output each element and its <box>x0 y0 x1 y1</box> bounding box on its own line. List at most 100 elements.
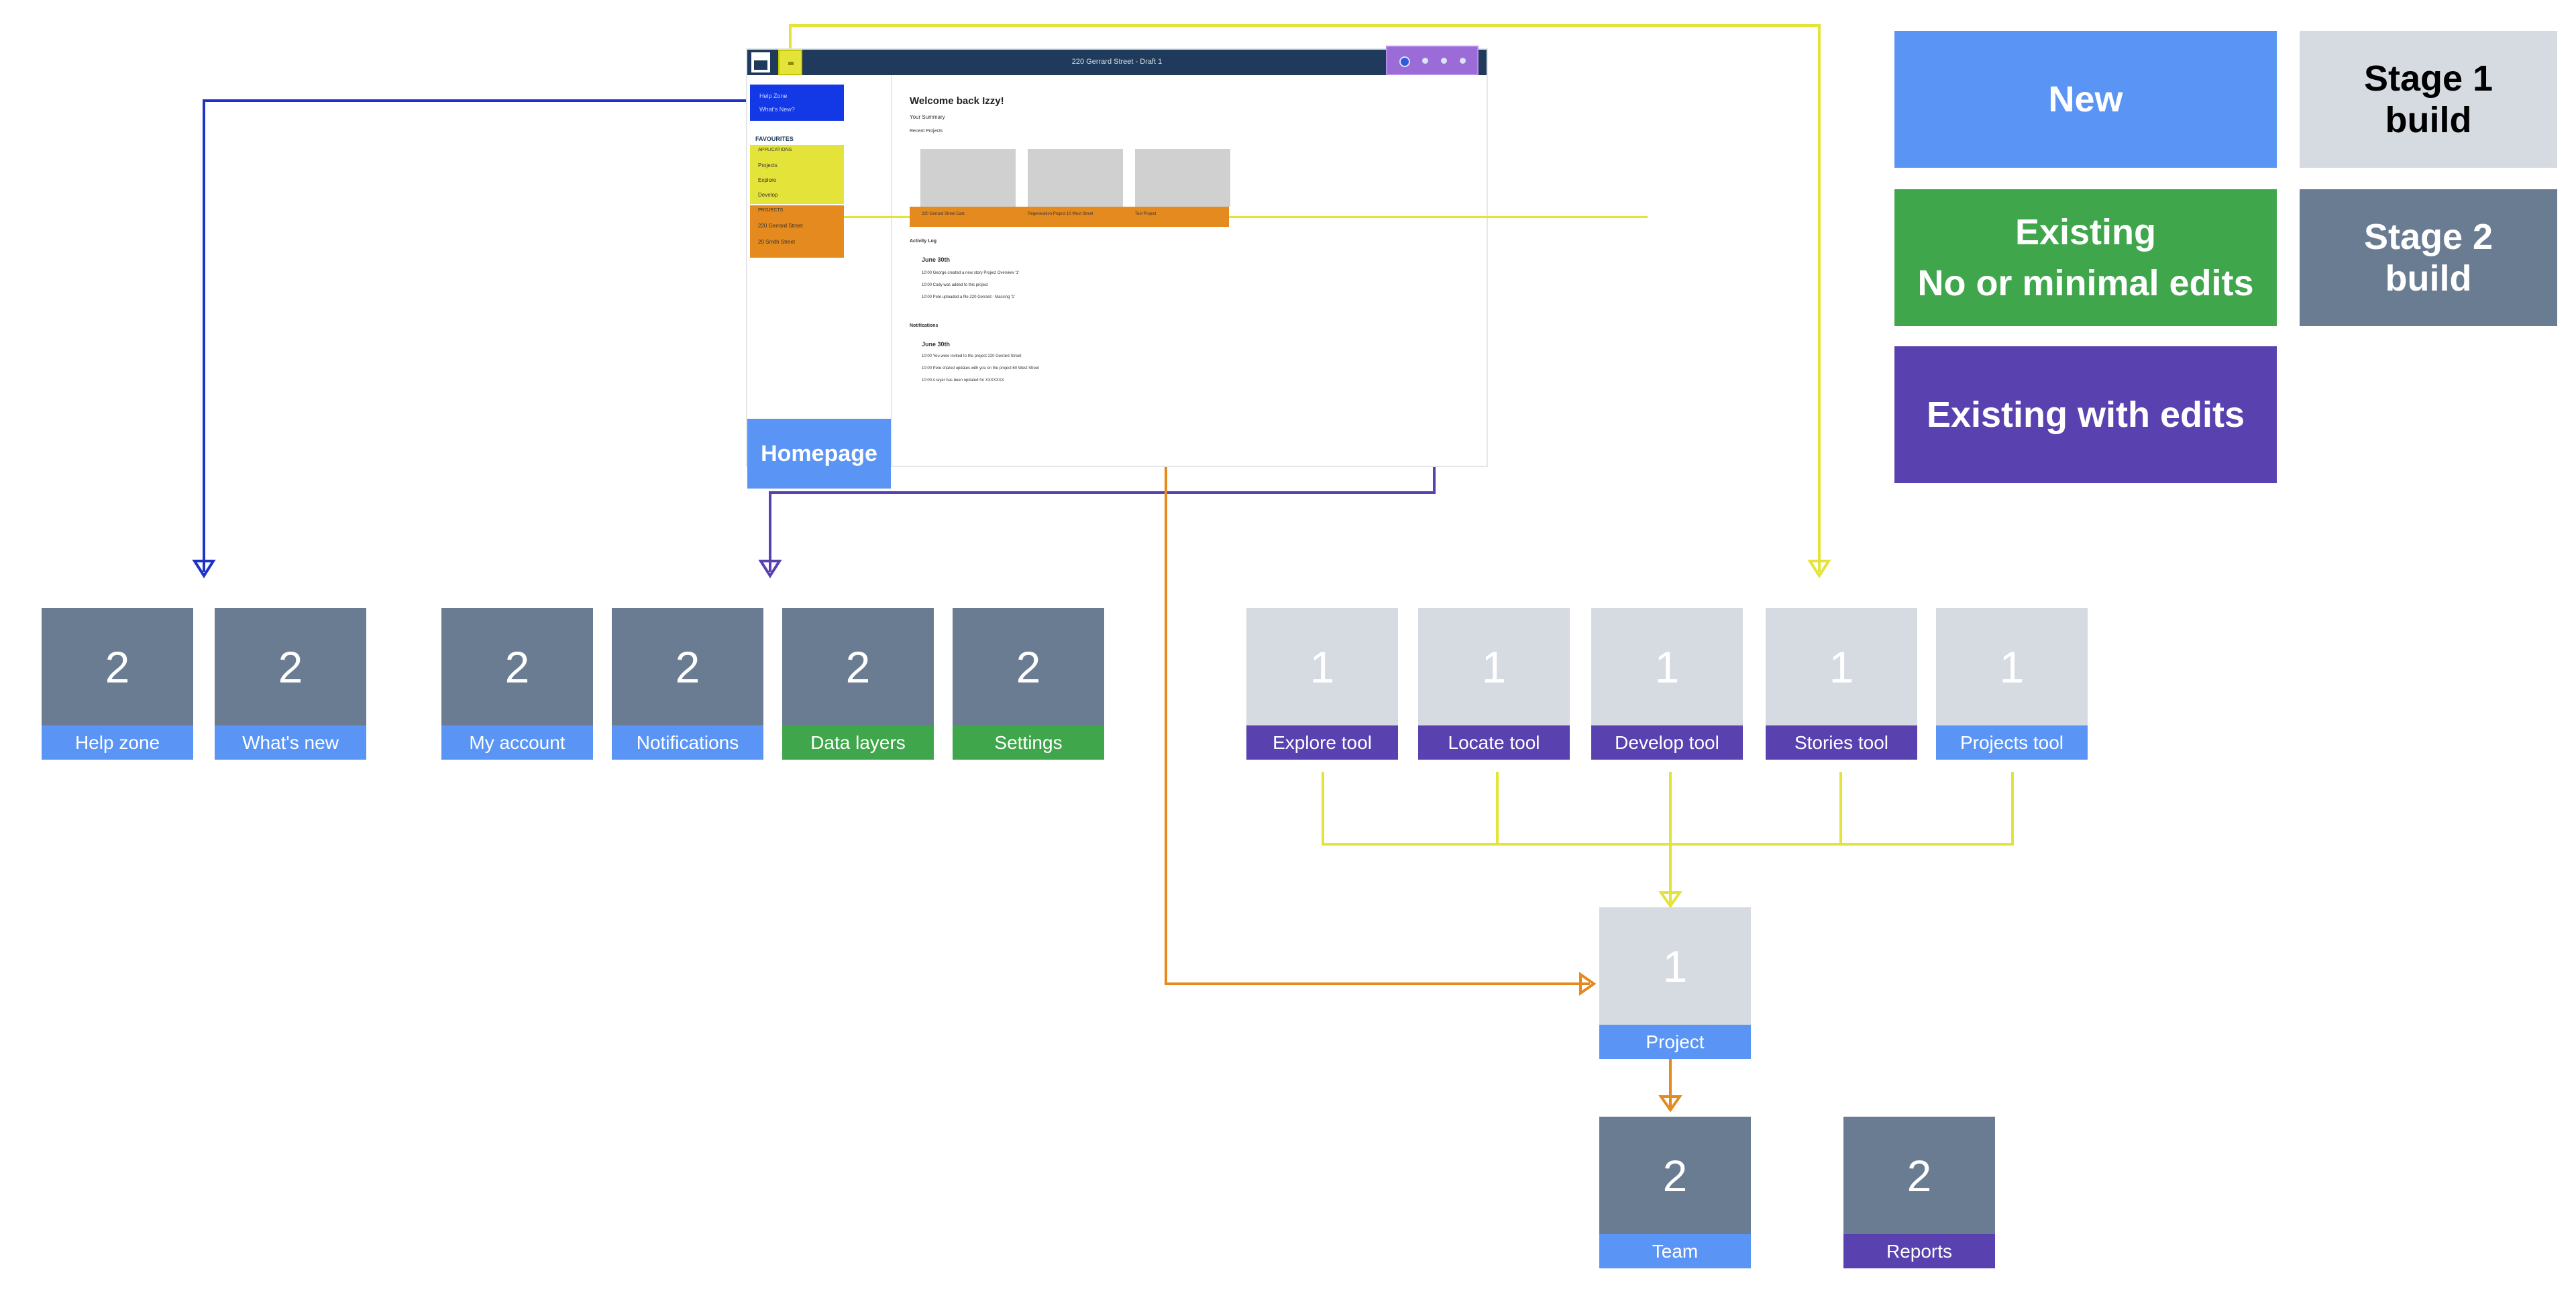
legend-new: New <box>1894 31 2277 168</box>
activity-item: 10:00 George created a new story Project… <box>922 271 1020 275</box>
legend-edits: Existing with edits <box>1894 346 2277 483</box>
legend-existing: Existing No or minimal edits <box>1894 189 2277 326</box>
notification-item: 10:00 Pete shared updates with you on th… <box>922 366 1039 370</box>
activity-item: 10:00 Cody was added to this project <box>922 283 988 287</box>
layers-icon[interactable] <box>1441 58 1447 64</box>
tile-my-account: 2 My account <box>441 608 593 760</box>
tile-label: Projects tool <box>1936 725 2088 760</box>
legend-stage2: Stage 2 build <box>2300 189 2557 326</box>
tile-stage: 2 <box>1599 1117 1751 1234</box>
applications-heading: APPLICATIONS <box>758 148 792 152</box>
homepage-mockup: 220 Gerrard Street - Draft 1 Help Zone W… <box>746 46 1648 489</box>
tile-settings: 2 Settings <box>953 608 1104 760</box>
tile-stage: 2 <box>953 608 1104 725</box>
tile-develop-tool: 1 Develop tool <box>1591 608 1743 760</box>
projects-heading: PROJECTS <box>758 208 784 213</box>
connector-yellow-applications <box>844 216 1648 218</box>
notification-item: 10:00 You were invited to the project 22… <box>922 354 1022 358</box>
project-card-image[interactable] <box>920 149 1016 207</box>
tile-data-layers: 2 Data layers <box>782 608 934 760</box>
gear-icon[interactable] <box>1460 58 1466 64</box>
main-content: Welcome back Izzy! Your Summary Recent P… <box>892 75 1487 466</box>
legend-stage1-label: Stage 1 build <box>2363 58 2493 140</box>
tile-label: Reports <box>1843 1234 1995 1268</box>
favourites-heading: FAVOURITES <box>755 136 794 142</box>
tile-stage: 2 <box>1843 1117 1995 1234</box>
legend-stage2-label: Stage 2 build <box>2363 217 2493 299</box>
sidebar-applications-group: APPLICATIONS Projects Explore Develop <box>750 145 844 204</box>
tile-stage: 1 <box>1599 907 1751 1025</box>
tile-notifications: 2 Notifications <box>612 608 763 760</box>
sidebar-help-group: Help Zone What's New? <box>750 85 844 121</box>
tile-team: 2 Team <box>1599 1117 1751 1268</box>
tile-projects-tool: 1 Projects tool <box>1936 608 2088 760</box>
connector-blue <box>203 99 751 572</box>
tile-label: Project <box>1599 1025 1751 1059</box>
legend-edits-label: Existing with edits <box>1926 395 2245 435</box>
tile-label: Settings <box>953 725 1104 760</box>
tile-reports: 2 Reports <box>1843 1117 1995 1268</box>
notifications-heading: Notifications <box>910 323 938 328</box>
tile-whats-new: 2 What's new <box>215 608 366 760</box>
sidebar-item-220-gerrard[interactable]: 220 Gerrard Street <box>758 223 803 229</box>
sidebar-item-explore[interactable]: Explore <box>758 177 777 183</box>
welcome-heading: Welcome back Izzy! <box>910 95 1004 107</box>
project-title[interactable]: 220 Gerrard Street - Draft 1 <box>1071 58 1163 66</box>
sidebar-item-whats-new[interactable]: What's New? <box>759 106 795 113</box>
tile-label: Explore tool <box>1246 725 1398 760</box>
tile-stage: 2 <box>782 608 934 725</box>
legend-existing-line1: Existing <box>2015 212 2157 252</box>
tile-stage: 2 <box>42 608 193 725</box>
bell-icon[interactable] <box>1422 58 1428 64</box>
activity-date: June 30th <box>922 256 951 263</box>
legend-stage1: Stage 1 build <box>2300 31 2557 168</box>
header-icon-strip[interactable] <box>1386 46 1479 75</box>
sidebar: Help Zone What's New? FAVOURITES APPLICA… <box>747 75 892 466</box>
tile-help-zone: 2 Help zone <box>42 608 193 760</box>
card-title[interactable]: Regeneration Project 10 West Street <box>1028 212 1093 216</box>
tile-stage: 1 <box>1936 608 2088 725</box>
tile-label: Notifications <box>612 725 763 760</box>
tile-project: 1 Project <box>1599 907 1751 1059</box>
apps-square-icon[interactable] <box>778 50 802 75</box>
tile-stage: 1 <box>1591 608 1743 725</box>
sidebar-item-projects[interactable]: Projects <box>758 162 777 168</box>
tile-stage: 2 <box>612 608 763 725</box>
sidebar-item-develop[interactable]: Develop <box>758 192 778 198</box>
tile-stage: 1 <box>1766 608 1917 725</box>
project-cards-band: 220 Gerrard Street East Regeneration Pro… <box>910 207 1229 227</box>
top-bar: 220 Gerrard Street - Draft 1 <box>747 46 1487 75</box>
tile-explore-tool: 1 Explore tool <box>1246 608 1398 760</box>
tile-label: Data layers <box>782 725 934 760</box>
tile-label: Locate tool <box>1418 725 1570 760</box>
tile-stage: 2 <box>441 608 593 725</box>
card-title[interactable]: 220 Gerrard Street East <box>922 212 965 216</box>
project-card-image[interactable] <box>1028 149 1123 207</box>
sidebar-item-help[interactable]: Help Zone <box>759 93 788 99</box>
sidebar-item-20-smith[interactable]: 20 Smith Street <box>758 239 796 245</box>
your-summary[interactable]: Your Summary <box>910 114 945 120</box>
homepage-label: Homepage <box>747 419 891 489</box>
tile-label: Develop tool <box>1591 725 1743 760</box>
legend-new-label: New <box>2048 79 2123 119</box>
project-card-image[interactable] <box>1135 149 1230 207</box>
legend-existing-line2: No or minimal edits <box>1917 263 2254 303</box>
recent-projects-heading: Recent Projects <box>910 129 943 134</box>
tile-label: What's new <box>215 725 366 760</box>
user-icon[interactable] <box>1399 56 1410 67</box>
sidebar-projects-group: PROJECTS 220 Gerrard Street 20 Smith Str… <box>750 205 844 258</box>
tile-stage: 1 <box>1418 608 1570 725</box>
logo-icon <box>751 52 770 72</box>
tile-label: Stories tool <box>1766 725 1917 760</box>
tile-label: Help zone <box>42 725 193 760</box>
activity-item: 10:00 Pete uploaded a file 220 Gerrard -… <box>922 295 1015 299</box>
tile-stories-tool: 1 Stories tool <box>1766 608 1917 760</box>
notification-item: 10:00 A layer has been updated for XXXXX… <box>922 378 1004 383</box>
notifications-date: June 30th <box>922 341 951 348</box>
tile-locate-tool: 1 Locate tool <box>1418 608 1570 760</box>
card-title[interactable]: Test Project <box>1135 212 1157 216</box>
tile-label: My account <box>441 725 593 760</box>
tile-stage: 1 <box>1246 608 1398 725</box>
activity-log-heading: Activity Log <box>910 239 937 244</box>
tile-stage: 2 <box>215 608 366 725</box>
